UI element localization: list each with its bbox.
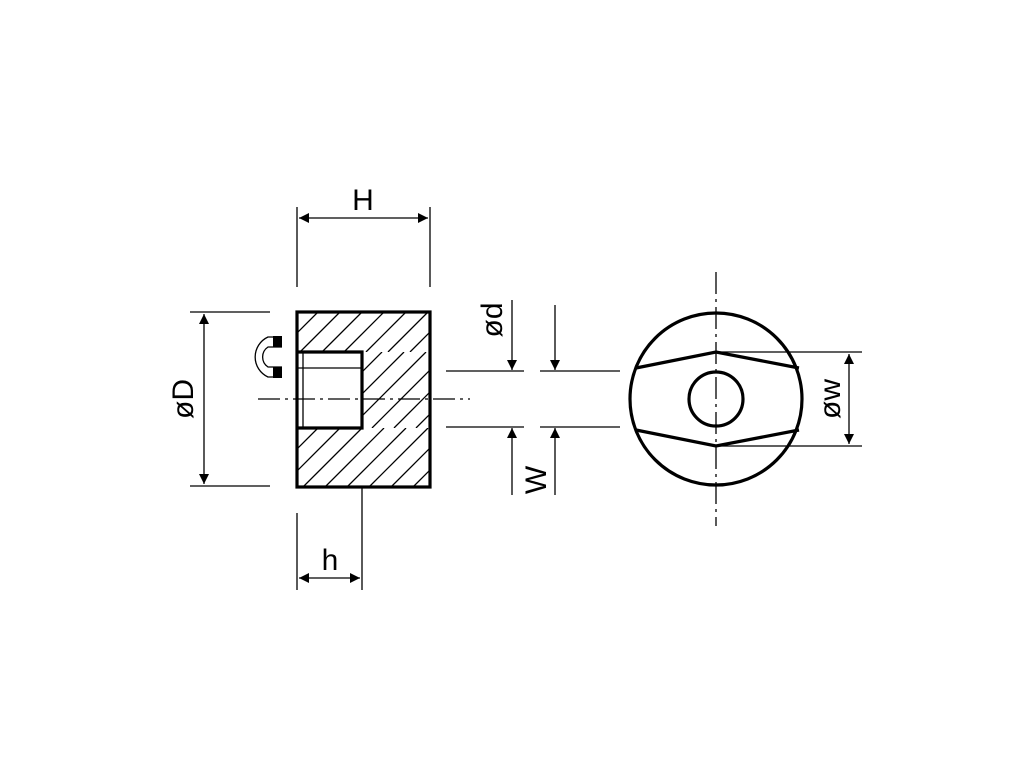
hatch-line — [415, 413, 430, 428]
label-d: ød — [476, 302, 509, 337]
hatch-line — [586, 312, 626, 352]
magnet-icon — [254, 336, 282, 378]
hatch-line — [368, 428, 429, 487]
hatch-bottom — [105, 428, 626, 487]
hatch-line — [362, 352, 383, 373]
label-h: h — [322, 544, 339, 577]
hatch-line — [297, 428, 319, 450]
dimension-w: øw — [716, 351, 862, 447]
hatch-line — [297, 428, 341, 472]
hatch-line — [262, 352, 338, 428]
label-H: H — [352, 184, 374, 217]
hatch-line — [346, 428, 407, 487]
hatch-line — [212, 312, 252, 352]
hatch-line — [124, 312, 164, 352]
hatch-line — [390, 447, 430, 487]
label-w: øw — [814, 379, 847, 419]
hatch-line — [460, 352, 536, 428]
hatch-line — [234, 312, 274, 352]
end-view-bore-circle — [687, 370, 745, 428]
hatch-line — [302, 428, 363, 487]
label-D: øD — [167, 379, 200, 419]
hatch-line — [190, 312, 230, 352]
hatch-line — [542, 312, 582, 352]
dimension-H: H — [296, 184, 431, 287]
hatch-line — [324, 428, 385, 487]
dimension-W: W — [520, 305, 620, 495]
hatch-line — [435, 428, 494, 487]
end-view-outer-circle — [628, 311, 804, 487]
hatch-line — [127, 428, 186, 487]
hatch-line — [240, 352, 316, 428]
hatch-line — [321, 312, 363, 352]
hatch-line — [545, 428, 604, 487]
hatch-line — [393, 391, 430, 428]
dimension-D: øD — [167, 311, 270, 487]
hatch-line — [387, 312, 429, 352]
label-W: W — [520, 465, 553, 494]
hatch-line — [215, 428, 274, 487]
hatch-line — [412, 469, 430, 487]
hatch-line — [362, 352, 405, 395]
hatch-line — [608, 312, 648, 352]
hatch-line — [438, 352, 514, 428]
hatch-line — [171, 428, 230, 487]
hatch-line — [570, 352, 646, 428]
hatch-line — [168, 312, 208, 352]
hatch-line — [409, 331, 430, 352]
hatch-line — [548, 352, 624, 428]
bore-outline — [297, 350, 364, 430]
hatch-line — [146, 312, 186, 352]
hatch-line — [564, 312, 604, 352]
hatch-line — [237, 428, 296, 487]
hatch-line — [193, 428, 252, 487]
end-view — [628, 272, 804, 526]
hatch-line — [457, 428, 516, 487]
hatch-line — [365, 312, 407, 352]
hatch-top — [124, 312, 648, 352]
hatch-line — [567, 428, 626, 487]
section-view — [105, 310, 712, 489]
hatch-line — [105, 428, 164, 487]
hatch-line — [526, 352, 602, 428]
end-view-slot-outline — [635, 350, 800, 448]
hatch-line — [432, 312, 472, 352]
hatch-line — [284, 352, 360, 428]
hatch-line — [636, 352, 712, 428]
dimension-d: ød — [446, 300, 524, 495]
hatch-line — [299, 312, 341, 352]
hatch-line — [504, 352, 580, 428]
hatch-line — [343, 312, 385, 352]
hatch-line — [371, 369, 430, 428]
hatch-line — [482, 352, 558, 428]
dimension-h: h — [296, 487, 363, 590]
hatch-line — [520, 312, 560, 352]
hatch-line — [149, 428, 208, 487]
